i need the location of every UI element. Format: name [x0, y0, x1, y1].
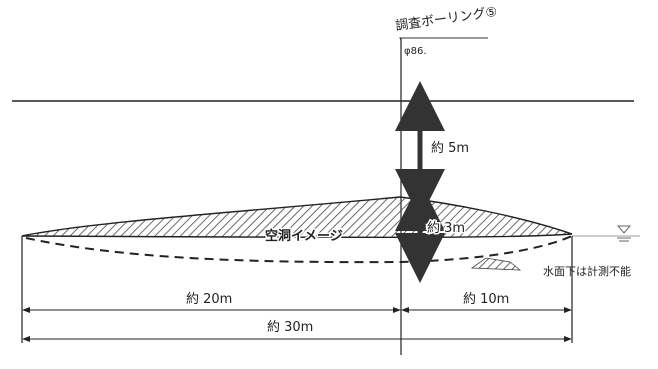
right-span-label: 約 10m — [463, 292, 509, 307]
depth-label: 約 5m — [431, 141, 469, 156]
water-note-hatch-mark — [470, 257, 522, 271]
left-span-label: 約 20m — [186, 292, 232, 307]
cavity-name-label: 空洞イメージ — [265, 228, 343, 244]
void-height-label: 約 3m — [427, 221, 465, 236]
boring-title-label: 調査ボーリング⑤ — [394, 5, 498, 34]
underwater-note: 水面下は計測不能 — [543, 264, 631, 278]
total-span-label: 約 30m — [267, 320, 313, 335]
boring-diameter-label: φ86. — [404, 46, 427, 57]
cavity-lower-boundary — [25, 235, 573, 264]
boring-label-leader — [399, 37, 488, 41]
water-level-triangle-icon — [616, 225, 632, 242]
